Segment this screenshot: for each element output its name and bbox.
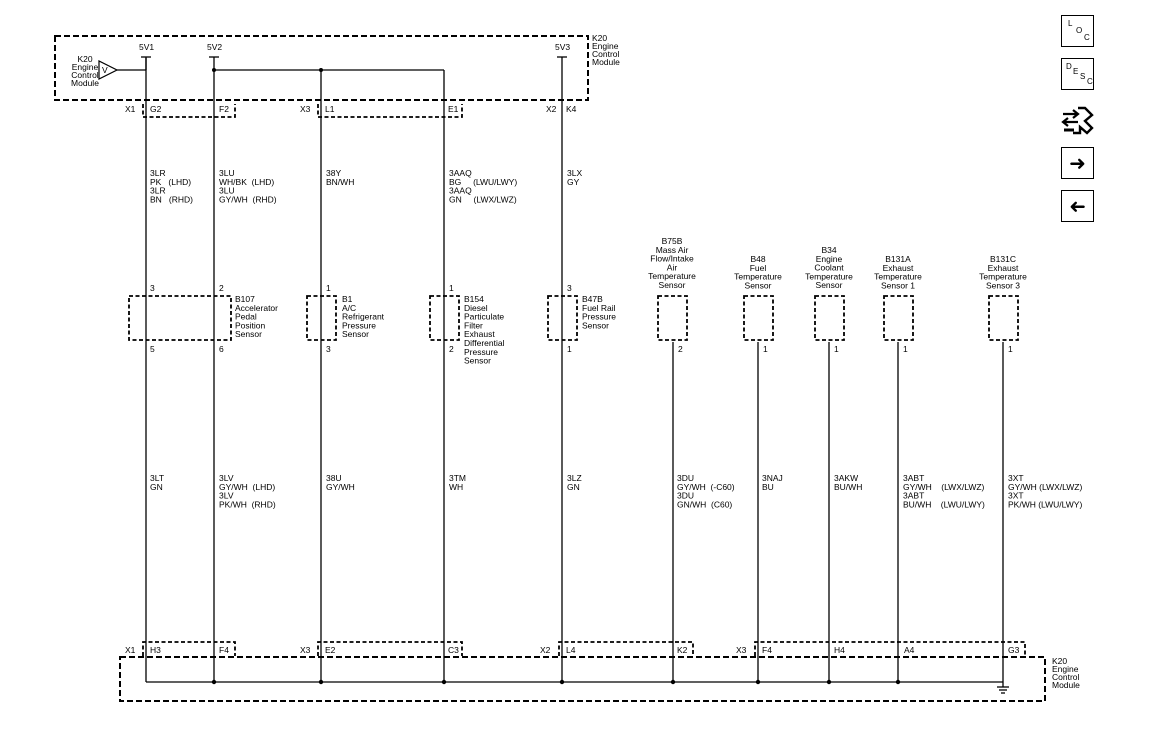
component-boxes [128,295,1019,341]
pin-b107-top-a: 3 [150,283,155,293]
loc-button[interactable]: L O C [1061,15,1094,47]
arrow-left-icon: ➜ [1069,194,1086,218]
pin-b107-bot-a: 5 [150,344,155,354]
pin-b48-bot: 1 [763,344,768,354]
conn-bot-l4: L4 [566,645,576,655]
desc-letter-c: C [1087,77,1093,86]
conn-top-e1: E1 [448,104,459,114]
pin-b34-bot: 1 [834,344,839,354]
conn-bot-x3a: X3 [300,645,311,655]
ref-5v2: 5V2 [207,42,222,52]
conn-bot-x1: X1 [125,645,136,655]
top-connectors: X1 G2 F2 X3 L1 E1 X2 K4 [125,104,577,118]
prev-button[interactable]: ➜ [1061,190,1094,222]
conn-bot-f4b: F4 [762,645,772,655]
conn-top-l1: L1 [325,104,335,114]
desc-letter-d: D [1066,62,1072,71]
desc-letter-e: E [1073,67,1079,76]
pin-b75b-bot: 2 [678,344,683,354]
bottom-connectors: X1 H3 F4 X3 E2 C3 X2 L4 K2 X3 F4 H4 A4 G… [125,641,1026,656]
ecm-bottom-module-box [119,656,1046,702]
conn-bot-h4: H4 [834,645,845,655]
junction-dots [211,679,901,685]
next-button[interactable]: ➜ [1061,147,1094,179]
pin-b47b-bot: 1 [567,344,572,354]
conn-bot-e2: E2 [325,645,336,655]
pin-b131a-bot: 1 [903,344,908,354]
pin-b1-top: 1 [326,283,331,293]
reg-symbol-label: V [102,65,108,75]
conn-top-x3: X3 [300,104,311,114]
conn-top-x1: X1 [125,104,136,114]
ecm-top-module-box [54,35,589,101]
pin-b154-top: 1 [449,283,454,293]
ground-icon [997,682,1009,694]
ref-5v1: 5V1 [139,42,154,52]
connector-icon[interactable] [1061,103,1095,137]
ref-5v3: 5V3 [555,42,570,52]
desc-letter-s: S [1080,72,1086,81]
pin-b107-top-b: 2 [219,283,224,293]
voltage-regulator-symbol: V [98,58,147,80]
conn-bot-k2: K2 [677,645,688,655]
pin-b107-bot-b: 6 [219,344,224,354]
conn-bot-c3: C3 [448,645,459,655]
wire-runs [145,57,1004,683]
pin-b47b-top: 3 [567,283,572,293]
conn-bot-a4: A4 [904,645,915,655]
conn-bot-x2: X2 [540,645,551,655]
loc-letter-o: O [1076,26,1083,35]
conn-top-f2: F2 [219,104,229,114]
pin-b154-bot: 2 [449,344,454,354]
conn-bot-g3: G3 [1008,645,1020,655]
pin-b131c-bot: 1 [1008,344,1013,354]
conn-bot-h3: H3 [150,645,161,655]
conn-top-g2: G2 [150,104,162,114]
conn-bot-f4a: F4 [219,645,229,655]
desc-button[interactable]: D E S C [1061,58,1094,90]
pin-numbers: 3 2 5 6 1 3 1 2 3 1 2 1 1 1 1 [150,283,1013,354]
conn-top-x2: X2 [546,104,557,114]
connector-icon-graphic [1061,106,1094,135]
loc-letter-c: C [1084,33,1090,42]
arrow-right-icon: ➜ [1069,151,1086,175]
conn-bot-x3b: X3 [736,645,747,655]
conn-top-k4: K4 [566,104,577,114]
loc-letter-l: L [1068,19,1073,28]
pin-b1-bot: 3 [326,344,331,354]
